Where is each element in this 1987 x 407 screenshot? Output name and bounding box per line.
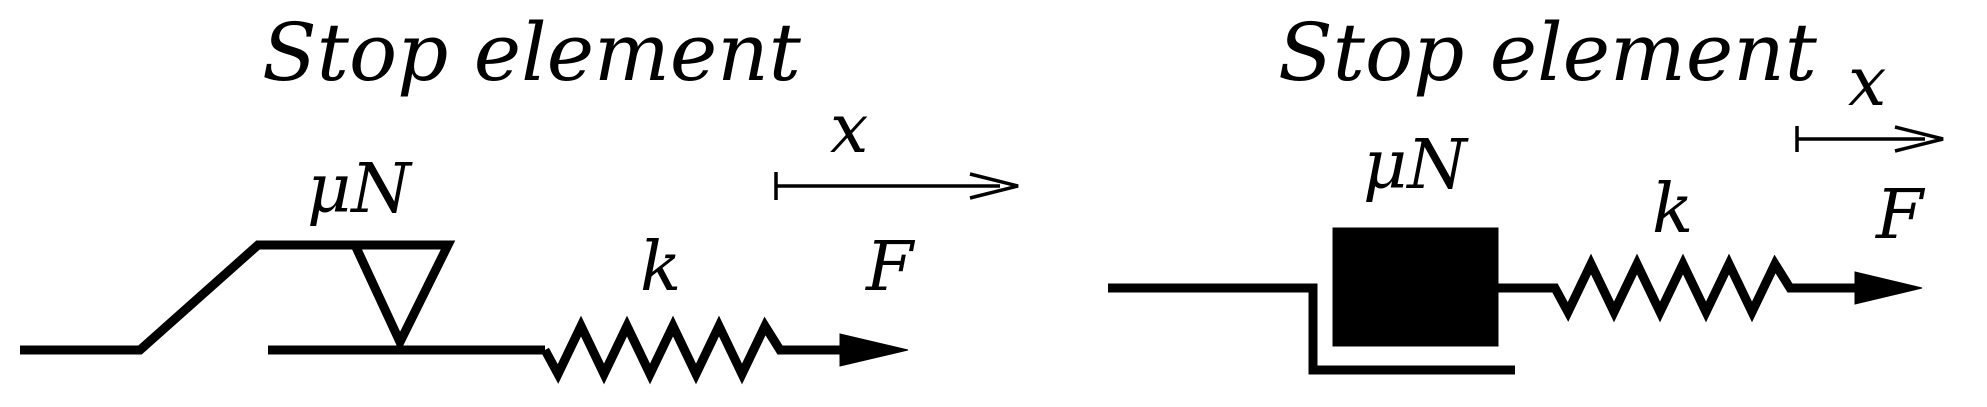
right-force-label: F bbox=[1874, 176, 1926, 255]
right-title: Stop element bbox=[1278, 6, 1818, 99]
left-stop-element-diagram: Stop element μN k F x bbox=[20, 6, 1019, 385]
right-friction-label: μN bbox=[1363, 126, 1469, 205]
right-displacement-label: x bbox=[1848, 43, 1886, 122]
left-spring bbox=[541, 315, 845, 385]
right-displacement-arrowhead bbox=[1894, 125, 1944, 153]
left-friction-wedge bbox=[347, 240, 456, 353]
left-force-label: F bbox=[864, 228, 916, 307]
right-force-arrowhead bbox=[1854, 271, 1923, 305]
right-ground-line bbox=[1108, 283, 1515, 375]
left-title: Stop element bbox=[262, 6, 802, 99]
left-displacement-label: x bbox=[830, 90, 868, 169]
right-spring-label: k bbox=[1652, 170, 1693, 249]
right-spring bbox=[1498, 253, 1860, 323]
left-friction-label: μN bbox=[307, 150, 413, 229]
left-force-arrowhead bbox=[839, 333, 909, 367]
left-spring-label: k bbox=[640, 228, 681, 307]
right-stop-element-diagram: Stop element μN k F x bbox=[1108, 6, 1944, 375]
right-friction-block bbox=[1332, 227, 1499, 347]
left-displacement-arrowhead bbox=[969, 172, 1019, 200]
